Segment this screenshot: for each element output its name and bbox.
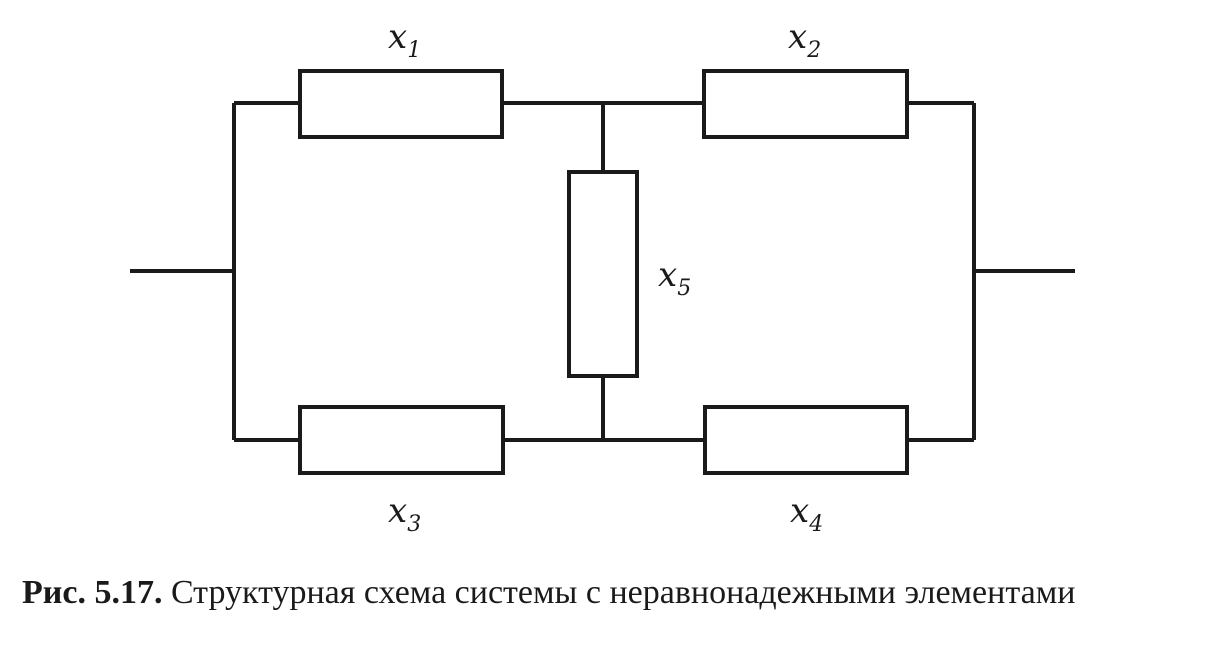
element-x2-box [702, 69, 909, 139]
element-x3-box [298, 405, 505, 475]
element-x2-label: x2 [788, 17, 821, 63]
element-x5-label: x5 [658, 255, 691, 301]
element-x1-label: x1 [388, 17, 421, 63]
element-x5-box [567, 170, 639, 378]
figure-number: Рис. 5.17. [22, 574, 163, 611]
figure-caption-text: Структурная схема системы с неравнонадеж… [170, 574, 1076, 611]
element-x3-label: x3 [388, 491, 421, 537]
element-x1-box [298, 69, 504, 139]
element-x4-label: x4 [790, 491, 823, 537]
figure-caption: Рис. 5.17. Структурная схема системы с н… [22, 574, 1075, 612]
element-x4-box [703, 405, 909, 475]
